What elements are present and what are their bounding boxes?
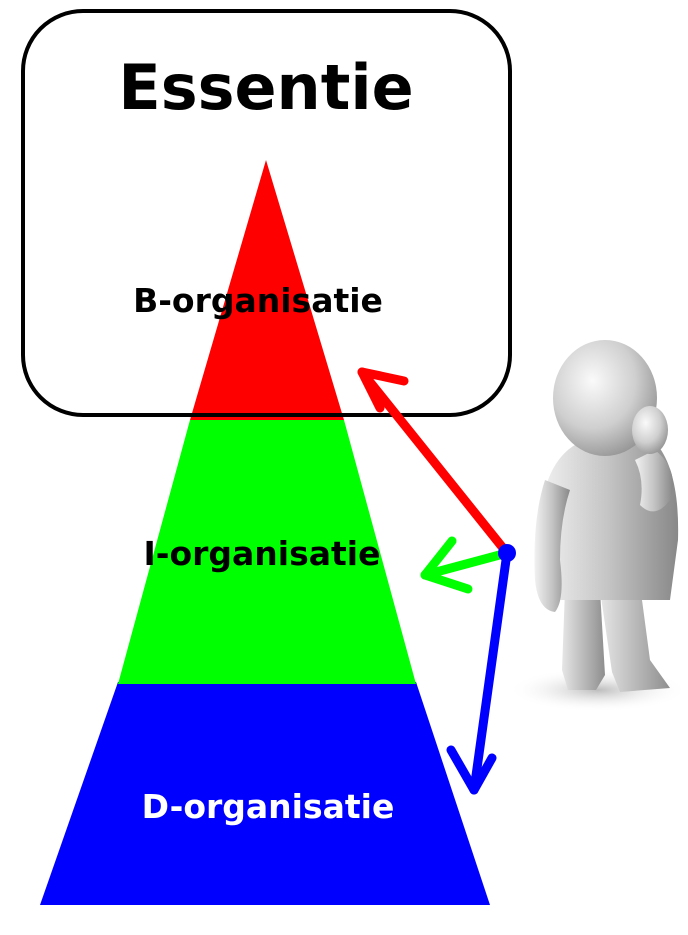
b-organisatie-layer — [190, 160, 344, 420]
arrowhead-i-icon — [420, 536, 473, 594]
arrow-to-i-organisatie — [420, 548, 512, 580]
d-organisatie-label: D-organisatie — [142, 787, 395, 826]
arrowhead-b-icon — [357, 367, 409, 413]
thinking-person-icon — [508, 340, 688, 712]
arrow-to-d-organisatie — [469, 548, 512, 795]
arrow-to-b-organisatie — [357, 367, 512, 558]
viewpoint-dot — [498, 544, 516, 562]
arrows — [357, 367, 516, 795]
i-organisatie-label: I-organisatie — [144, 534, 381, 573]
i-organisatie-layer — [118, 420, 416, 684]
arrowhead-d-icon — [446, 745, 497, 795]
essentie-box — [21, 9, 512, 417]
d-organisatie-layer — [40, 682, 490, 905]
essentie-title: Essentie — [118, 51, 413, 124]
b-organisatie-label: B-organisatie — [133, 281, 383, 320]
